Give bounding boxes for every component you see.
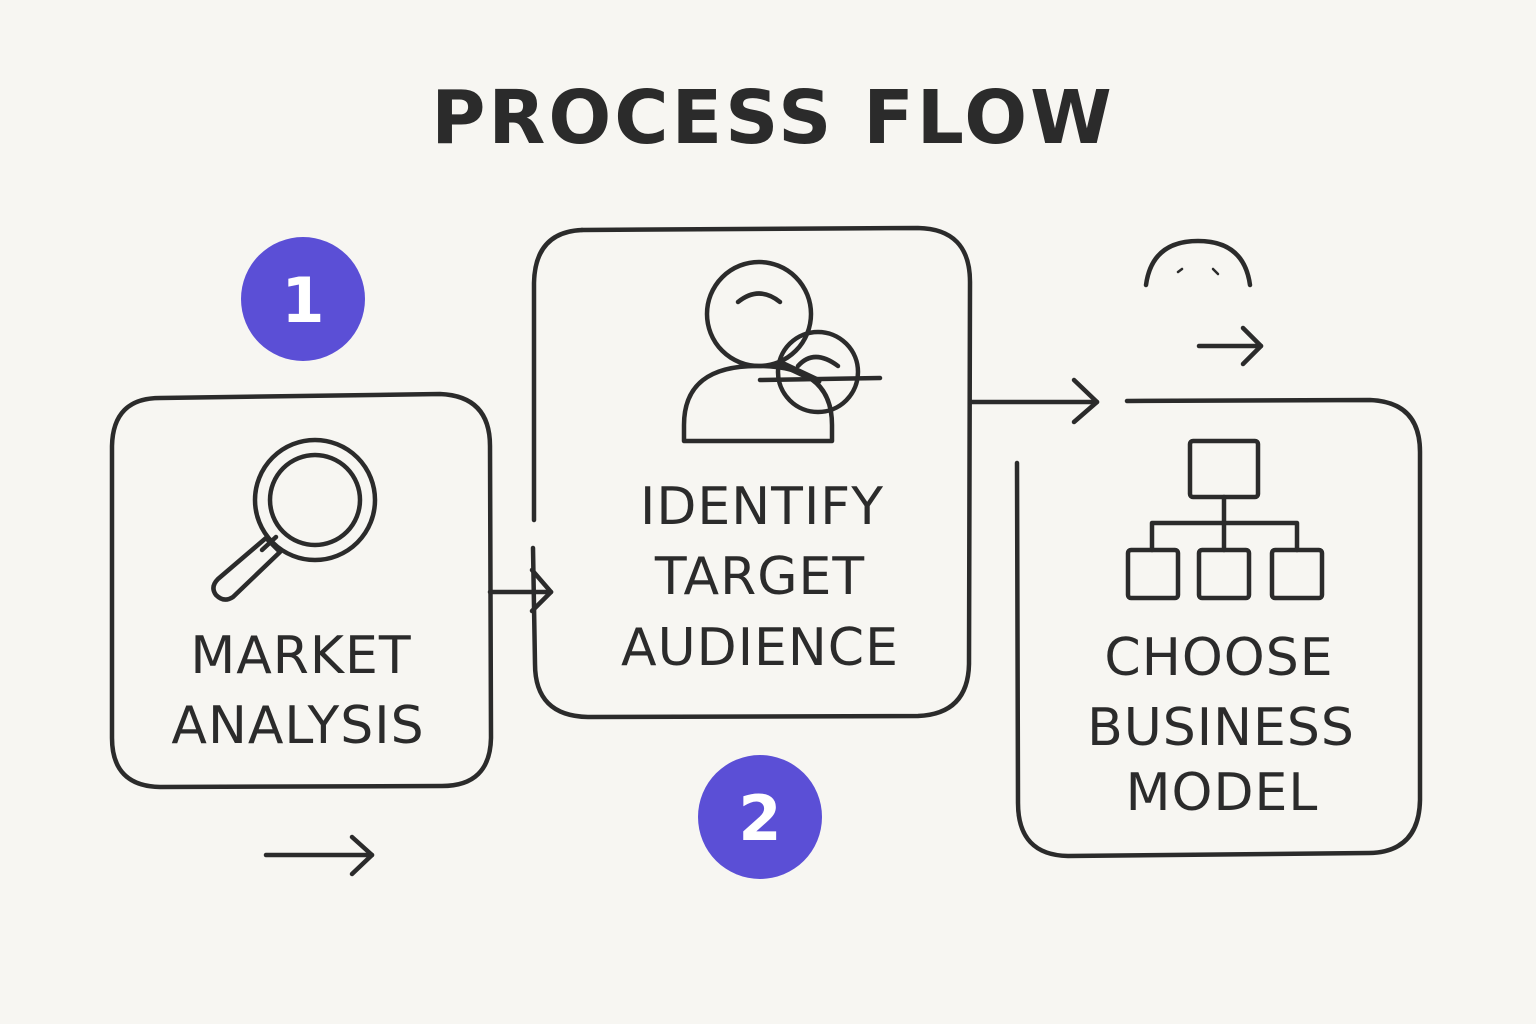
- step-2-badge: 2: [698, 755, 822, 879]
- step-1-badge: 1: [241, 237, 365, 361]
- step-2-label-line-1: IDENTIFY: [640, 477, 884, 537]
- magnifier-icon: [211, 437, 378, 602]
- step-2-label-line-2: TARGET: [654, 547, 865, 607]
- step-1-label-line-1: MARKET: [190, 626, 411, 686]
- diagram-title: PROCESS FLOW: [431, 75, 1115, 161]
- target-person-icon: [681, 259, 883, 444]
- arrow-step-1-to-2: [487, 567, 554, 614]
- arrow-step-2-to-3: [967, 377, 1100, 425]
- arrow-decorative-top-right: [1196, 325, 1264, 367]
- arc-decoration: [1143, 238, 1253, 288]
- step-market-analysis: 1 MARKET ANALYSIS: [109, 237, 494, 790]
- step-2-number: 2: [738, 782, 781, 855]
- step-2-box: [530, 225, 973, 720]
- step-2-label-line-3: AUDIENCE: [621, 618, 899, 678]
- step-3-box: [1014, 397, 1423, 859]
- arrow-decorative-bottom: [263, 834, 375, 877]
- step-3-label-line-2: BUSINESS: [1087, 698, 1355, 758]
- step-choose-business-model: CHOOSE BUSINESS MODEL: [1014, 397, 1423, 859]
- org-chart-icon: [1125, 438, 1325, 601]
- step-3-label-line-1: CHOOSE: [1104, 628, 1333, 688]
- step-3-label-line-3: MODEL: [1126, 763, 1319, 823]
- step-1-label-line-2: ANALYSIS: [171, 696, 424, 756]
- step-1-number: 1: [281, 264, 324, 337]
- step-1-box: [109, 391, 494, 790]
- step-identify-target-audience: IDENTIFY TARGET AUDIENCE 2: [530, 225, 973, 879]
